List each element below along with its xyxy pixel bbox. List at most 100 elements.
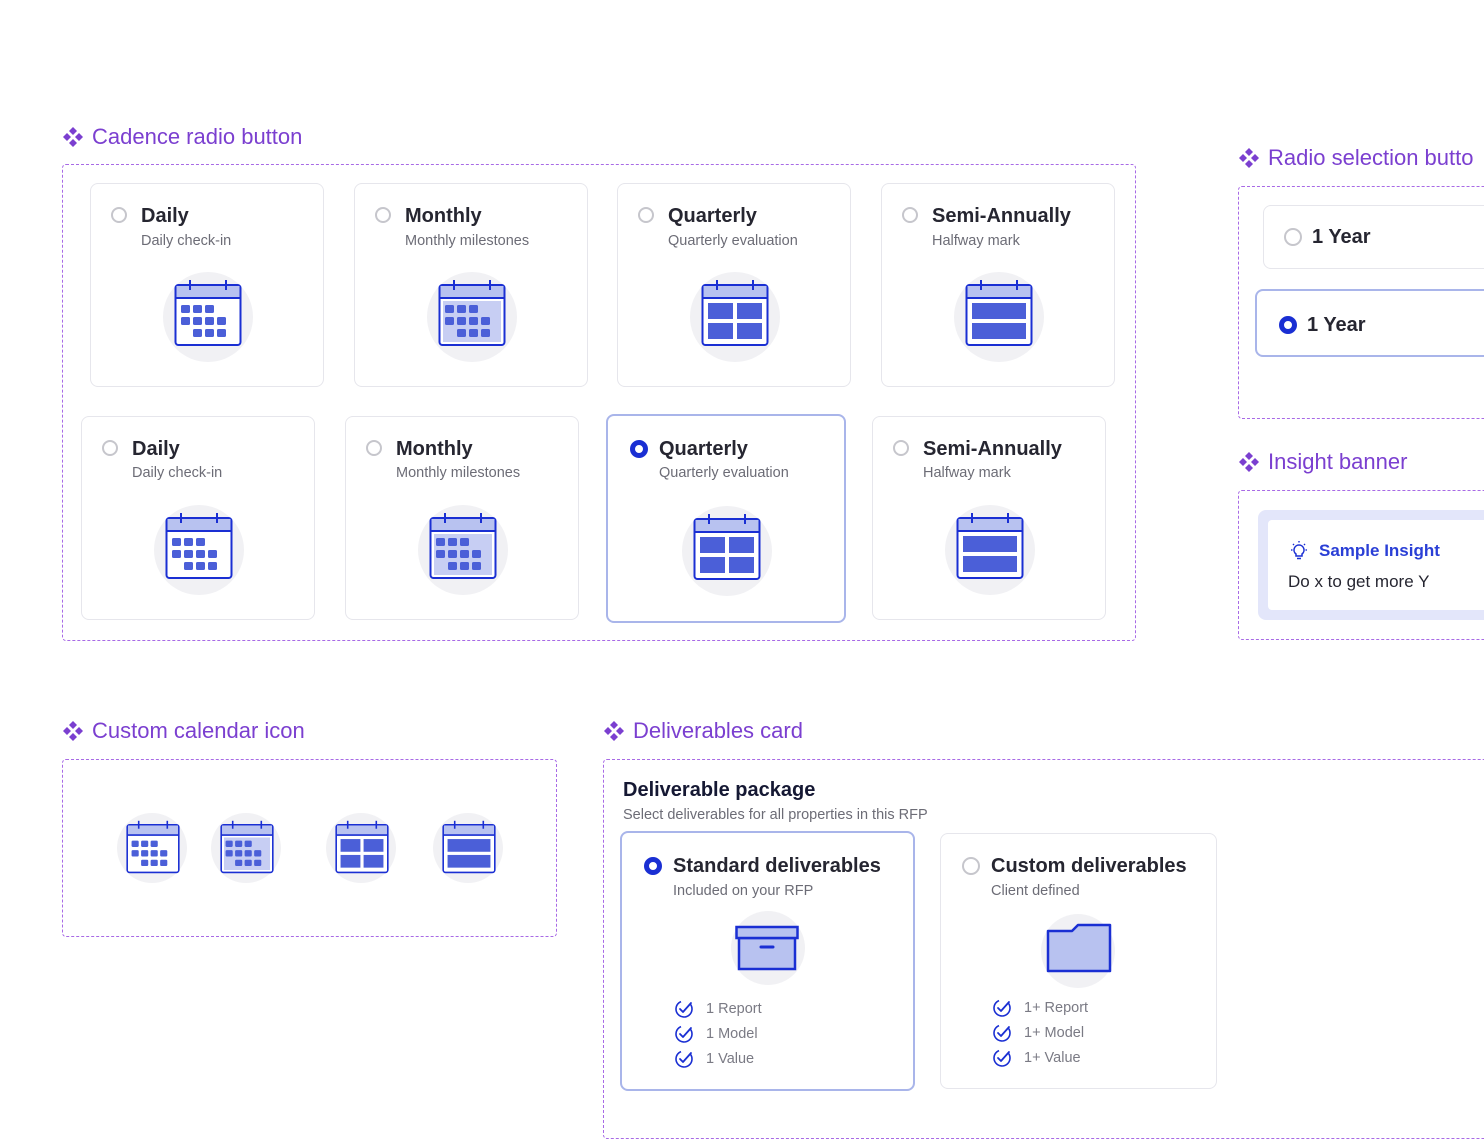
radio-unselected[interactable] bbox=[893, 440, 909, 456]
calendar-quarterly-icon bbox=[682, 506, 772, 596]
insight-content: Sample Insight Do x to get more Y bbox=[1268, 520, 1484, 610]
deliverable-item-label: 1 Model bbox=[706, 1026, 758, 1042]
radio-selected[interactable] bbox=[644, 857, 662, 875]
cadence-subtitle: Halfway mark bbox=[932, 233, 1020, 249]
radio-selected[interactable] bbox=[1279, 316, 1297, 334]
cadence-card-quarterly[interactable]: Quarterly Quarterly evaluation bbox=[617, 183, 851, 387]
radio-selection-selected[interactable]: 1 Year bbox=[1255, 289, 1484, 357]
insight-body: Do x to get more Y bbox=[1288, 572, 1430, 591]
check-circle-icon bbox=[992, 1023, 1012, 1043]
cadence-card-semiannual[interactable]: Semi-Annually Halfway mark bbox=[881, 183, 1115, 387]
deliverable-card-standard[interactable]: Standard deliverables Included on your R… bbox=[620, 831, 915, 1091]
calendar-semiannual-icon bbox=[945, 505, 1035, 595]
archive-box-icon bbox=[731, 911, 805, 985]
cadence-subtitle: Quarterly evaluation bbox=[659, 465, 789, 481]
radio-unselected[interactable] bbox=[366, 440, 382, 456]
deliverable-item: 1+ Model bbox=[992, 1023, 1084, 1043]
calendar-quarterly-icon bbox=[326, 813, 396, 883]
insight-banner: Sample Insight Do x to get more Y bbox=[1258, 510, 1484, 620]
cadence-card-monthly[interactable]: Monthly Monthly milestones bbox=[345, 416, 579, 620]
deliverable-card-custom[interactable]: Custom deliverables Client defined 1+ Re… bbox=[940, 833, 1217, 1089]
radio-selection-label: 1 Year bbox=[1307, 314, 1366, 336]
cadence-title: Daily bbox=[132, 438, 180, 460]
calendar-semiannual-icon bbox=[954, 272, 1044, 362]
deliverable-item-label: 1+ Model bbox=[1024, 1025, 1085, 1041]
radio-unselected[interactable] bbox=[375, 207, 391, 223]
cadence-subtitle: Daily check-in bbox=[132, 465, 223, 481]
radio-unselected[interactable] bbox=[102, 440, 118, 456]
section-title-custom-calendar: Custom calendar icon bbox=[62, 718, 305, 744]
component-icon bbox=[603, 720, 625, 742]
component-icon bbox=[62, 126, 84, 148]
radio-unselected[interactable] bbox=[962, 857, 980, 875]
deliverable-item-label: 1 Value bbox=[706, 1051, 755, 1067]
cadence-title: Monthly bbox=[405, 205, 482, 227]
deliverable-title: Custom deliverables bbox=[991, 855, 1187, 877]
cadence-card-semiannual[interactable]: Semi-Annually Halfway mark bbox=[872, 416, 1106, 620]
radio-selection-frame bbox=[1238, 186, 1484, 419]
cadence-card-monthly[interactable]: Monthly Monthly milestones bbox=[354, 183, 588, 387]
check-circle-icon bbox=[992, 998, 1012, 1018]
component-icon bbox=[1238, 451, 1260, 473]
radio-selected[interactable] bbox=[630, 440, 648, 458]
deliverable-item-label: 1+ Report bbox=[1024, 1000, 1089, 1016]
calendar-daily-icon bbox=[163, 272, 253, 362]
cadence-subtitle: Quarterly evaluation bbox=[668, 233, 798, 249]
insight-title: Sample Insight bbox=[1319, 541, 1440, 560]
component-icon bbox=[62, 720, 84, 742]
deliverables-heading: Deliverable package bbox=[623, 779, 816, 801]
calendar-monthly-icon bbox=[418, 505, 508, 595]
cadence-title: Quarterly bbox=[668, 205, 757, 227]
deliverable-item: 1 Model bbox=[674, 1024, 758, 1044]
section-title-radio-selection: Radio selection butto bbox=[1238, 145, 1473, 171]
deliverable-item-label: 1 Report bbox=[706, 1001, 762, 1017]
section-title-deliverables: Deliverables card bbox=[603, 718, 803, 744]
cadence-title: Quarterly bbox=[659, 438, 748, 460]
custom-calendar-frame bbox=[62, 759, 557, 937]
radio-selection-unselected[interactable]: 1 Year bbox=[1263, 205, 1484, 269]
calendar-daily-icon bbox=[117, 813, 187, 883]
section-title-text: Deliverables card bbox=[633, 718, 803, 743]
cadence-title: Daily bbox=[141, 205, 189, 227]
radio-unselected[interactable] bbox=[111, 207, 127, 223]
deliverable-title: Standard deliverables bbox=[673, 855, 881, 877]
section-title-text: Insight banner bbox=[1268, 449, 1408, 474]
deliverable-subtitle: Included on your RFP bbox=[673, 883, 814, 899]
radio-unselected[interactable] bbox=[902, 207, 918, 223]
calendar-daily-icon bbox=[154, 505, 244, 595]
cadence-card-daily[interactable]: Daily Daily check-in bbox=[90, 183, 324, 387]
deliverable-subtitle: Client defined bbox=[991, 883, 1080, 899]
deliverable-item: 1+ Value bbox=[992, 1048, 1081, 1068]
check-circle-icon bbox=[674, 1049, 694, 1069]
check-circle-icon bbox=[992, 1048, 1012, 1068]
section-title-text: Radio selection butto bbox=[1268, 145, 1474, 170]
folder-icon bbox=[1041, 914, 1115, 988]
cadence-card-daily[interactable]: Daily Daily check-in bbox=[81, 416, 315, 620]
cadence-subtitle: Halfway mark bbox=[923, 465, 1011, 481]
check-circle-icon bbox=[674, 999, 694, 1019]
lightbulb-icon bbox=[1291, 541, 1307, 560]
section-title-insight: Insight banner bbox=[1238, 449, 1407, 475]
radio-unselected[interactable] bbox=[1284, 228, 1302, 246]
radio-selection-label: 1 Year bbox=[1312, 226, 1371, 248]
section-title-text: Cadence radio button bbox=[92, 124, 303, 149]
calendar-quarterly-icon bbox=[690, 272, 780, 362]
insight-frame bbox=[1238, 490, 1484, 640]
cadence-subtitle: Daily check-in bbox=[141, 233, 232, 249]
cadence-subtitle: Monthly milestones bbox=[396, 465, 521, 481]
check-circle-icon bbox=[674, 1024, 694, 1044]
radio-unselected[interactable] bbox=[638, 207, 654, 223]
section-title-text: Custom calendar icon bbox=[92, 718, 305, 743]
deliverable-item-label: 1+ Value bbox=[1024, 1050, 1081, 1066]
cadence-card-quarterly-selected[interactable]: Quarterly Quarterly evaluation bbox=[606, 414, 846, 623]
component-icon bbox=[1238, 147, 1260, 169]
cadence-title: Monthly bbox=[396, 438, 473, 460]
deliverable-item: 1 Value bbox=[674, 1049, 754, 1069]
cadence-frame bbox=[62, 164, 1136, 641]
calendar-semiannual-icon bbox=[433, 813, 503, 883]
section-title-cadence: Cadence radio button bbox=[62, 124, 302, 150]
calendar-monthly-icon bbox=[427, 272, 517, 362]
calendar-monthly-icon bbox=[211, 813, 281, 883]
deliverables-subheading: Select deliverables for all properties i… bbox=[623, 807, 928, 823]
cadence-subtitle: Monthly milestones bbox=[405, 233, 530, 249]
